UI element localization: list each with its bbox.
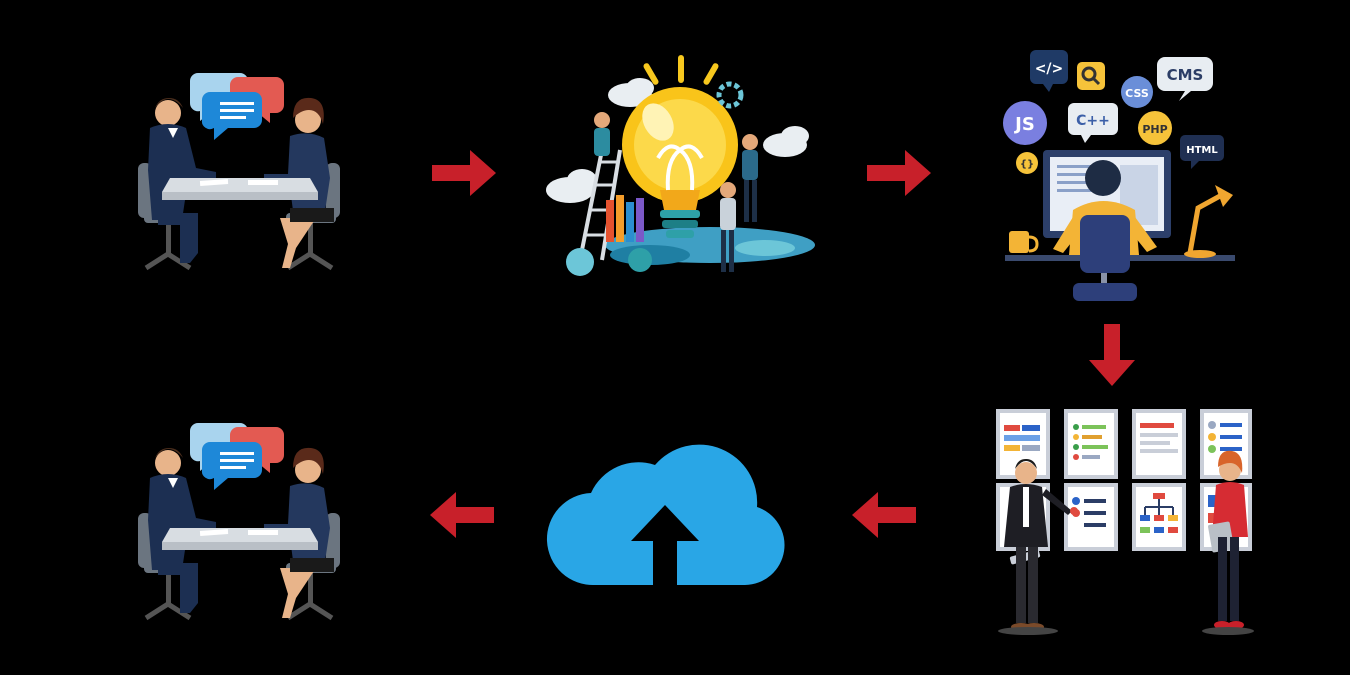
svg-text:JS: JS bbox=[1013, 114, 1035, 135]
svg-text:PHP: PHP bbox=[1142, 123, 1167, 136]
svg-text:</>: </> bbox=[1035, 61, 1064, 77]
step-meeting-bottom bbox=[130, 418, 350, 628]
business-meeting-icon bbox=[138, 73, 340, 271]
lightbulb-idea-icon bbox=[546, 55, 815, 276]
svg-text:HTML: HTML bbox=[1186, 145, 1218, 156]
svg-text:CMS: CMS bbox=[1167, 66, 1204, 84]
php-tag-bubble: PHP bbox=[1138, 111, 1172, 145]
flow-arrow-right-1 bbox=[430, 148, 498, 198]
svg-text:{}: {} bbox=[1020, 159, 1034, 170]
search-icon bbox=[1077, 62, 1105, 90]
step-development: </> CMS CSS JS C++ PHP HTML bbox=[995, 45, 1245, 305]
svg-text:C++: C++ bbox=[1076, 113, 1110, 129]
step-meeting-top bbox=[130, 68, 350, 278]
js-tag-bubble: JS bbox=[1003, 101, 1047, 145]
html-tag-bubble: HTML bbox=[1180, 135, 1224, 169]
braces-tag-bubble: {} bbox=[1016, 152, 1038, 174]
presentation-board-icon bbox=[996, 409, 1254, 635]
business-meeting-icon bbox=[138, 423, 340, 621]
cloud-upload-icon bbox=[546, 444, 785, 586]
flow-arrow-down bbox=[1087, 322, 1137, 388]
flow-arrow-right-2 bbox=[865, 148, 933, 198]
flow-arrow-left-1 bbox=[850, 490, 918, 540]
step-review bbox=[990, 405, 1255, 640]
flow-arrow-left-2 bbox=[428, 490, 496, 540]
cpp-tag-bubble: C++ bbox=[1068, 103, 1118, 143]
css-tag-bubble: CSS bbox=[1121, 76, 1153, 108]
cms-tag-bubble: CMS bbox=[1157, 57, 1213, 101]
web-developer-icon: </> CMS CSS JS C++ PHP HTML bbox=[1003, 50, 1235, 301]
code-tag-bubble: </> bbox=[1030, 50, 1068, 92]
step-idea bbox=[540, 50, 825, 300]
step-deploy bbox=[545, 435, 785, 590]
svg-text:CSS: CSS bbox=[1125, 87, 1149, 100]
